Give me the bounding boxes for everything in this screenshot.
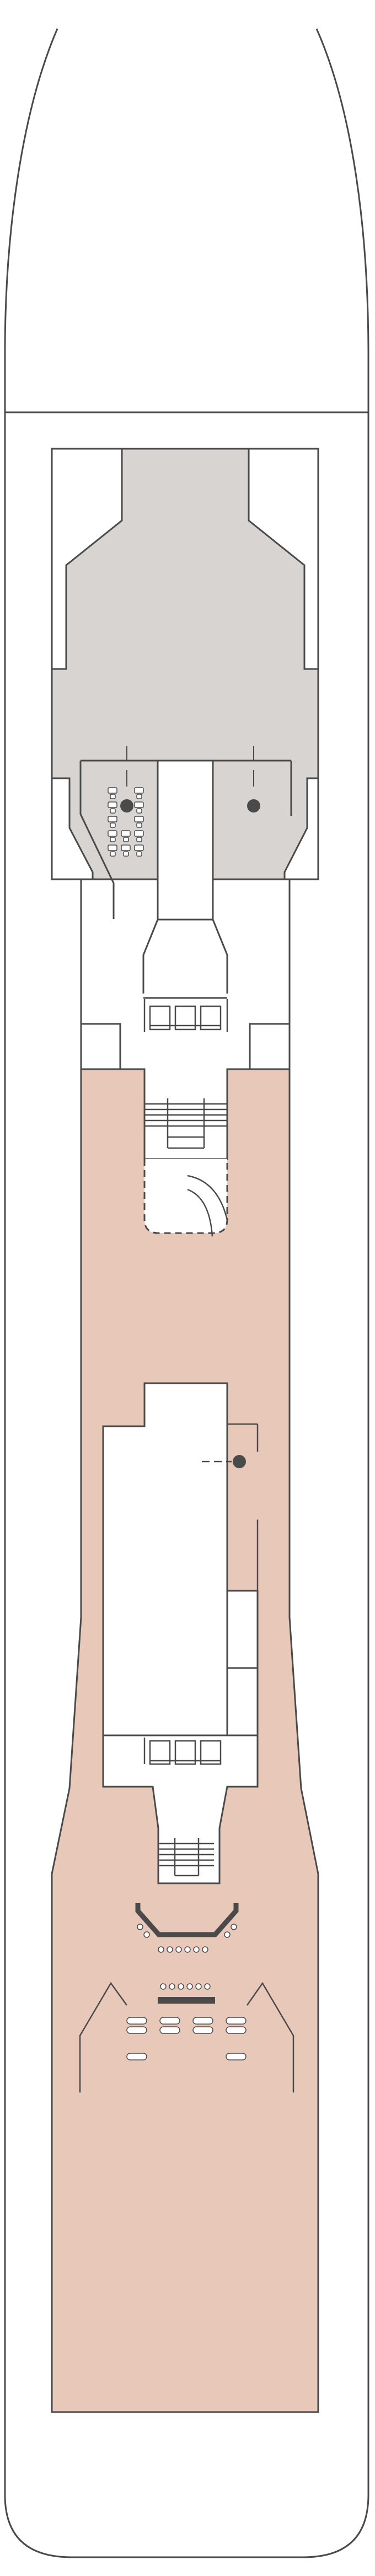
playhouse-block[interactable] [51, 448, 319, 921]
staircase-icon [159, 1838, 214, 1877]
stage [158, 1997, 215, 2004]
lift-icon [143, 999, 228, 1104]
seating-icon [108, 787, 144, 857]
bar-stool-icon [160, 1983, 211, 1990]
bar-counter [135, 1903, 239, 1937]
staircase-icon [144, 1098, 227, 1160]
location-dot-icon [120, 799, 133, 812]
bar-stool-icon [137, 1924, 237, 1953]
spiral-staircase-icon [187, 1188, 213, 1237]
dining-table-icon [126, 2017, 247, 2060]
location-dot-icon [247, 799, 260, 812]
lift-icon [143, 1738, 222, 1765]
public-area[interactable] [51, 1068, 319, 2413]
location-dot-icon [233, 1455, 246, 1468]
hull-outline [4, 28, 369, 2558]
